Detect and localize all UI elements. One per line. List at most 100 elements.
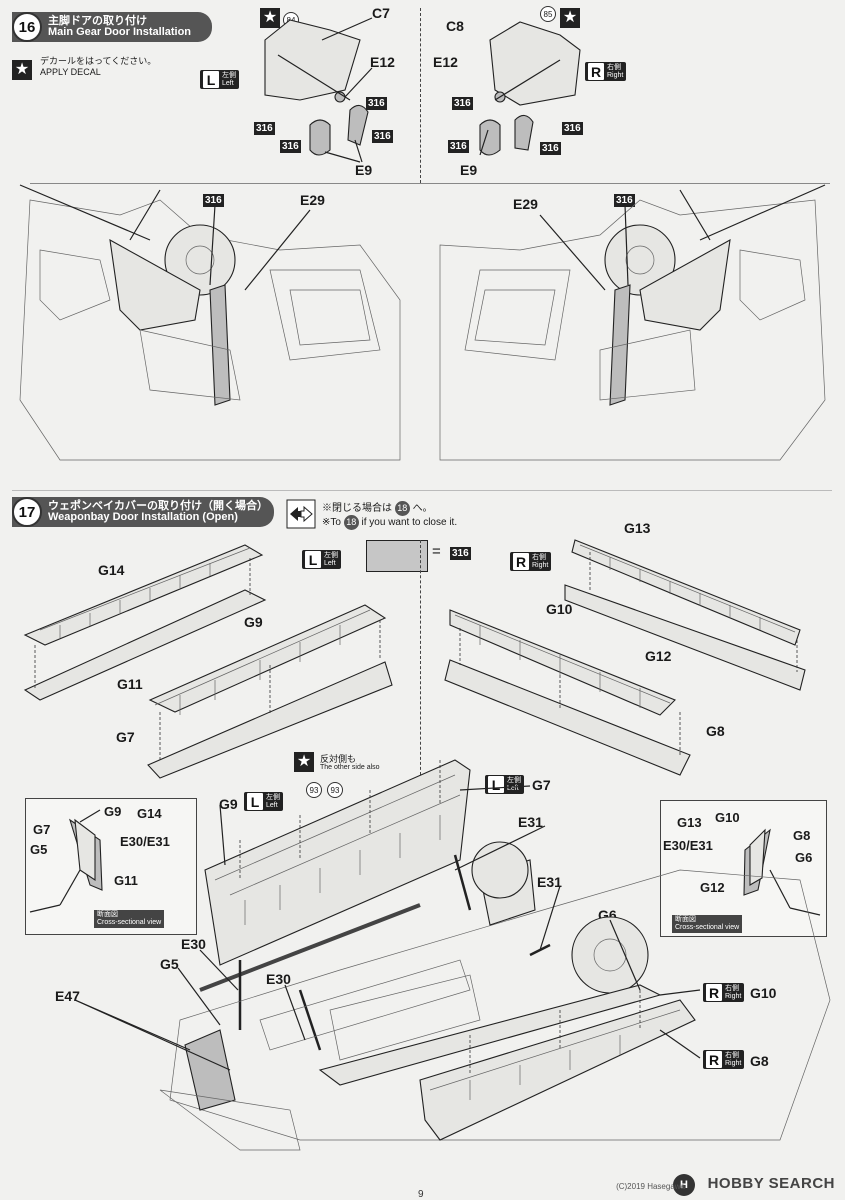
label-g12: G12 — [645, 648, 672, 664]
label-g7-main: G7 — [532, 777, 551, 793]
cs-right-caption: 断面図 Cross-sectional view — [672, 915, 743, 933]
side-letter: R — [588, 63, 604, 80]
cs-right-e30e31: E30/E31 — [663, 838, 713, 853]
cs-left-g11: G11 — [114, 873, 138, 888]
paint-316: 316 — [448, 140, 469, 153]
side-letter: R — [513, 553, 529, 570]
decal-note-jp: デカールをはってください。 — [40, 56, 157, 66]
label-g7: G7 — [116, 729, 135, 745]
vertical-divider-mid — [420, 540, 421, 780]
label-e29-right: E29 — [513, 196, 538, 212]
label-g5: G5 — [160, 956, 179, 972]
cross-section-right-inset — [660, 800, 827, 937]
label-g8-main: G8 — [750, 1053, 769, 1069]
side-letter: R — [706, 1051, 722, 1068]
other-side-note-jp: 反対側も — [320, 754, 357, 764]
cs-left-g14: G14 — [137, 806, 162, 821]
legend-paint-316: 316 — [450, 547, 471, 560]
hobby-search-logo: H — [673, 1174, 695, 1196]
step17-title-en: Weaponbay Door Installation (Open) — [48, 511, 238, 523]
label-g13: G13 — [624, 520, 651, 536]
close-step-badge: 18 — [343, 515, 359, 530]
decal-star-icon-right: ★ — [560, 8, 580, 28]
side-jp: 右側 — [725, 1051, 739, 1059]
side-jp: 左側 — [507, 776, 521, 784]
label-g10: G10 — [546, 601, 573, 617]
close-note-jp: ※閉じる場合は 18 へ。 — [322, 499, 433, 516]
close-note-jp-prefix: ※閉じる場合は — [322, 503, 392, 514]
close-note-en-prefix: ※To — [322, 517, 341, 528]
horizontal-divider-mid — [12, 490, 832, 491]
decal-number-85: 85 — [540, 6, 556, 22]
paint-316: 316 — [540, 142, 561, 155]
label-e30-a: E30 — [181, 936, 206, 952]
side-en: Left — [507, 784, 519, 792]
label-e9-left: E9 — [355, 162, 373, 178]
label-e30-b: E30 — [266, 971, 291, 987]
paint-316: 316 — [254, 122, 275, 135]
decal-number-93-a: 93 — [306, 782, 322, 798]
side-jp: 左側 — [266, 793, 280, 801]
horizontal-divider-top — [30, 183, 830, 184]
side-jp: 右側 — [607, 63, 621, 71]
decal-star-icon: ★ — [12, 60, 32, 80]
side-jp: 左側 — [324, 551, 338, 559]
other-side-note-en: The other side also — [320, 764, 380, 771]
close-note-en-suffix: if you want to close it. — [361, 517, 458, 528]
cs-left-g9: G9 — [104, 804, 122, 819]
label-e12-right: E12 — [433, 54, 458, 70]
label-c8: C8 — [446, 18, 464, 34]
paint-316: 316 — [203, 194, 224, 207]
decal-star-icon-left: ★ — [260, 8, 280, 28]
paint-316: 316 — [372, 130, 393, 143]
hobby-search-watermark: HOBBY SEARCH — [707, 1175, 835, 1192]
paint-316: 316 — [280, 140, 301, 153]
cs-right-g8: G8 — [793, 828, 811, 843]
copyright-text: (C)2019 Hasegawa — [616, 1182, 685, 1191]
label-c7: C7 — [372, 5, 390, 21]
step16-title-jp: 主脚ドアの取り付け — [48, 15, 147, 27]
label-e12-left: E12 — [370, 54, 395, 70]
cs-right-g12: G12 — [700, 880, 725, 895]
side-en: Left — [222, 79, 234, 87]
page-number: 9 — [418, 1189, 424, 1200]
cs-left-g7: G7 — [33, 822, 51, 837]
paint-316: 316 — [614, 194, 635, 207]
label-g9-main: G9 — [219, 796, 238, 812]
label-e29-left: E29 — [300, 192, 325, 208]
step16-number: 16 — [12, 12, 42, 42]
label-e47: E47 — [55, 988, 80, 1004]
label-g9: G9 — [244, 614, 263, 630]
decal-note-en: APPLY DECAL — [40, 67, 101, 77]
close-note-en: ※To 18 if you want to close it. — [322, 515, 457, 530]
step17-number: 17 — [12, 497, 42, 527]
side-en: Right — [607, 71, 624, 79]
cs-right-g10: G10 — [715, 810, 740, 825]
cs-right-g6: G6 — [795, 850, 813, 865]
side-en: Right — [725, 992, 742, 1000]
side-jp: 右側 — [725, 984, 739, 992]
side-jp: 左側 — [222, 71, 236, 79]
cs-caption-jp: 断面図 — [675, 916, 696, 923]
side-en: Right — [725, 1059, 742, 1067]
cs-left-e30e31: E30/E31 — [120, 834, 170, 849]
cs-caption-en: Cross-sectional view — [97, 919, 162, 926]
paint-316: 316 — [562, 122, 583, 135]
side-en: Left — [324, 559, 336, 567]
side-letter: R — [706, 984, 722, 1001]
side-en: Right — [532, 561, 549, 569]
cs-left-caption: 断面図 Cross-sectional view — [94, 910, 165, 928]
label-e31-a: E31 — [518, 814, 543, 830]
cs-caption-en: Cross-sectional view — [675, 924, 740, 931]
paint-316: 316 — [452, 97, 473, 110]
side-jp: 右側 — [532, 553, 546, 561]
